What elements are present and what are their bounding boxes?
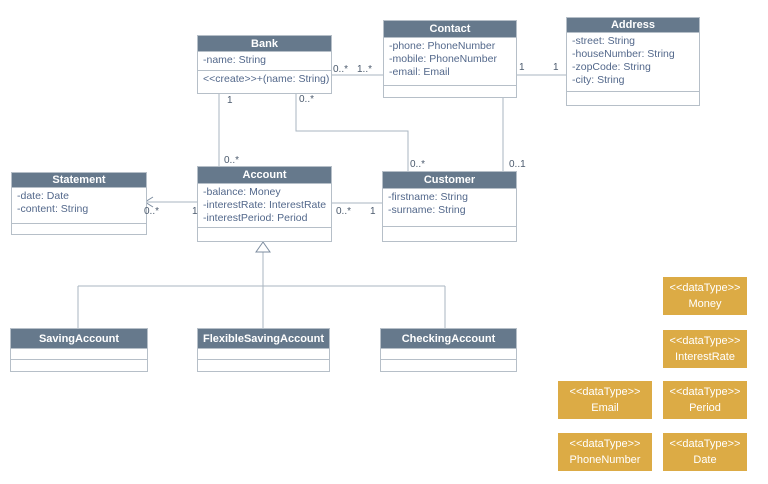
class-member-compartment: <<create>>+(name: String) bbox=[198, 70, 331, 93]
class-member-line: -email: Email bbox=[389, 66, 450, 78]
class-node-statement[interactable]: Statement-date: Date-content: String bbox=[11, 172, 147, 235]
class-empty-compartment bbox=[12, 223, 146, 234]
multiplicity-label: 1 bbox=[519, 62, 525, 73]
datatype-node-phonenumber[interactable]: <<dataType>> PhoneNumber bbox=[558, 433, 652, 471]
datatype-name-label: InterestRate bbox=[675, 351, 735, 363]
class-name-label: Address bbox=[567, 18, 699, 32]
class-empty-compartment bbox=[384, 85, 516, 97]
class-node-savingaccount[interactable]: SavingAccount bbox=[10, 328, 148, 372]
datatype-node-date[interactable]: <<dataType>> Date bbox=[663, 433, 747, 471]
class-node-checkingaccount[interactable]: CheckingAccount bbox=[380, 328, 517, 372]
multiplicity-label: 1 bbox=[227, 95, 233, 106]
class-node-account[interactable]: Account-balance: Money-interestRate: Int… bbox=[197, 166, 332, 242]
multiplicity-label: 1 bbox=[370, 206, 376, 217]
class-name-label: Statement bbox=[12, 173, 146, 187]
class-name-label: Contact bbox=[384, 21, 516, 37]
class-member-line: -zopCode: String bbox=[572, 61, 651, 73]
class-node-flexiblesavingaccount[interactable]: FlexibleSavingAccount bbox=[197, 328, 330, 372]
class-node-bank[interactable]: Bank -name: String <<create>>+(name: Strin… bbox=[197, 35, 332, 94]
class-member-compartment: -balance: Money-interestRate: InterestRa… bbox=[198, 183, 331, 227]
multiplicity-label: 0..* bbox=[224, 155, 240, 166]
class-member-line: -content: String bbox=[17, 203, 89, 215]
class-member-line: -balance: Money bbox=[203, 186, 281, 198]
multiplicity-label: 1 bbox=[553, 62, 559, 73]
datatype-name-label: Email bbox=[591, 402, 619, 414]
class-empty-compartment bbox=[11, 348, 147, 359]
class-member-compartment: -date: Date-content: String bbox=[12, 187, 146, 223]
datatype-node-money[interactable]: <<dataType>> Money bbox=[663, 277, 747, 315]
class-member-line: -surname: String bbox=[388, 204, 466, 216]
class-member-line: -firstname: String bbox=[388, 191, 468, 203]
multiplicity-label: 1..* bbox=[357, 64, 373, 75]
class-node-contact[interactable]: Contact-phone: PhoneNumber-mobile: Phone… bbox=[383, 20, 517, 98]
datatype-stereotype-label: <<dataType>> bbox=[669, 386, 741, 398]
class-name-label: Bank bbox=[198, 36, 331, 51]
datatype-stereotype-label: <<dataType>> bbox=[669, 438, 741, 450]
class-member-line: -name: String bbox=[203, 54, 267, 66]
class-name-label: Account bbox=[198, 167, 331, 183]
datatype-node-email[interactable]: <<dataType>> Email bbox=[558, 381, 652, 419]
class-empty-compartment bbox=[198, 348, 329, 359]
class-member-line: -phone: PhoneNumber bbox=[389, 40, 496, 52]
multiplicity-label: 0..1 bbox=[509, 159, 526, 170]
class-member-compartment: -name: String bbox=[198, 51, 331, 70]
datatype-name-label: Date bbox=[693, 454, 717, 466]
class-empty-compartment bbox=[11, 359, 147, 371]
class-name-label: SavingAccount bbox=[11, 329, 147, 348]
class-name-label: FlexibleSavingAccount bbox=[198, 329, 329, 348]
datatype-stereotype-label: <<dataType>> bbox=[669, 335, 741, 347]
class-member-compartment: -phone: PhoneNumber-mobile: PhoneNumber-… bbox=[384, 37, 516, 85]
class-member-line: <<create>>+(name: String) bbox=[203, 73, 330, 85]
class-empty-compartment bbox=[198, 359, 329, 371]
class-member-line: -city: String bbox=[572, 74, 625, 86]
class-member-line: -interestRate: InterestRate bbox=[203, 199, 327, 211]
class-name-label: CheckingAccount bbox=[381, 329, 516, 348]
generalization-triangle-icon bbox=[255, 241, 271, 253]
class-name-label: Customer bbox=[383, 172, 516, 188]
class-empty-compartment bbox=[381, 348, 516, 359]
class-member-line: -street: String bbox=[572, 35, 636, 47]
class-empty-compartment bbox=[198, 227, 331, 241]
multiplicity-label: 0..* bbox=[299, 94, 315, 105]
class-member-line: -interestPeriod: Period bbox=[203, 212, 308, 224]
datatype-stereotype-label: <<dataType>> bbox=[669, 282, 741, 294]
class-member-line: -houseNumber: String bbox=[572, 48, 675, 60]
class-empty-compartment bbox=[567, 91, 699, 105]
multiplicity-label: 1 bbox=[192, 206, 198, 217]
class-member-compartment: -firstname: String-surname: String bbox=[383, 188, 516, 226]
class-member-line: -mobile: PhoneNumber bbox=[389, 53, 497, 65]
class-member-compartment: -street: String-houseNumber: String-zopC… bbox=[567, 32, 699, 91]
class-empty-compartment bbox=[383, 226, 516, 241]
datatype-name-label: PhoneNumber bbox=[569, 454, 641, 466]
multiplicity-label: 0..* bbox=[336, 206, 352, 217]
datatype-stereotype-label: <<dataType>> bbox=[569, 386, 641, 398]
association-bank-customer[interactable] bbox=[295, 92, 409, 171]
multiplicity-label: 0..* bbox=[144, 206, 160, 217]
class-member-line: -date: Date bbox=[17, 190, 69, 202]
datatype-name-label: Period bbox=[689, 402, 721, 414]
class-node-customer[interactable]: Customer-firstname: String-surname: Stri… bbox=[382, 171, 517, 242]
class-node-address[interactable]: Address-street: String-houseNumber: Stri… bbox=[566, 17, 700, 106]
multiplicity-label: 0..* bbox=[333, 64, 349, 75]
datatype-stereotype-label: <<dataType>> bbox=[569, 438, 641, 450]
datatype-node-period[interactable]: <<dataType>> Period bbox=[663, 381, 747, 419]
datatype-node-interestrate[interactable]: <<dataType>> InterestRate bbox=[663, 330, 747, 368]
datatype-name-label: Money bbox=[688, 298, 722, 310]
multiplicity-label: 0..* bbox=[410, 159, 426, 170]
class-empty-compartment bbox=[381, 359, 516, 371]
